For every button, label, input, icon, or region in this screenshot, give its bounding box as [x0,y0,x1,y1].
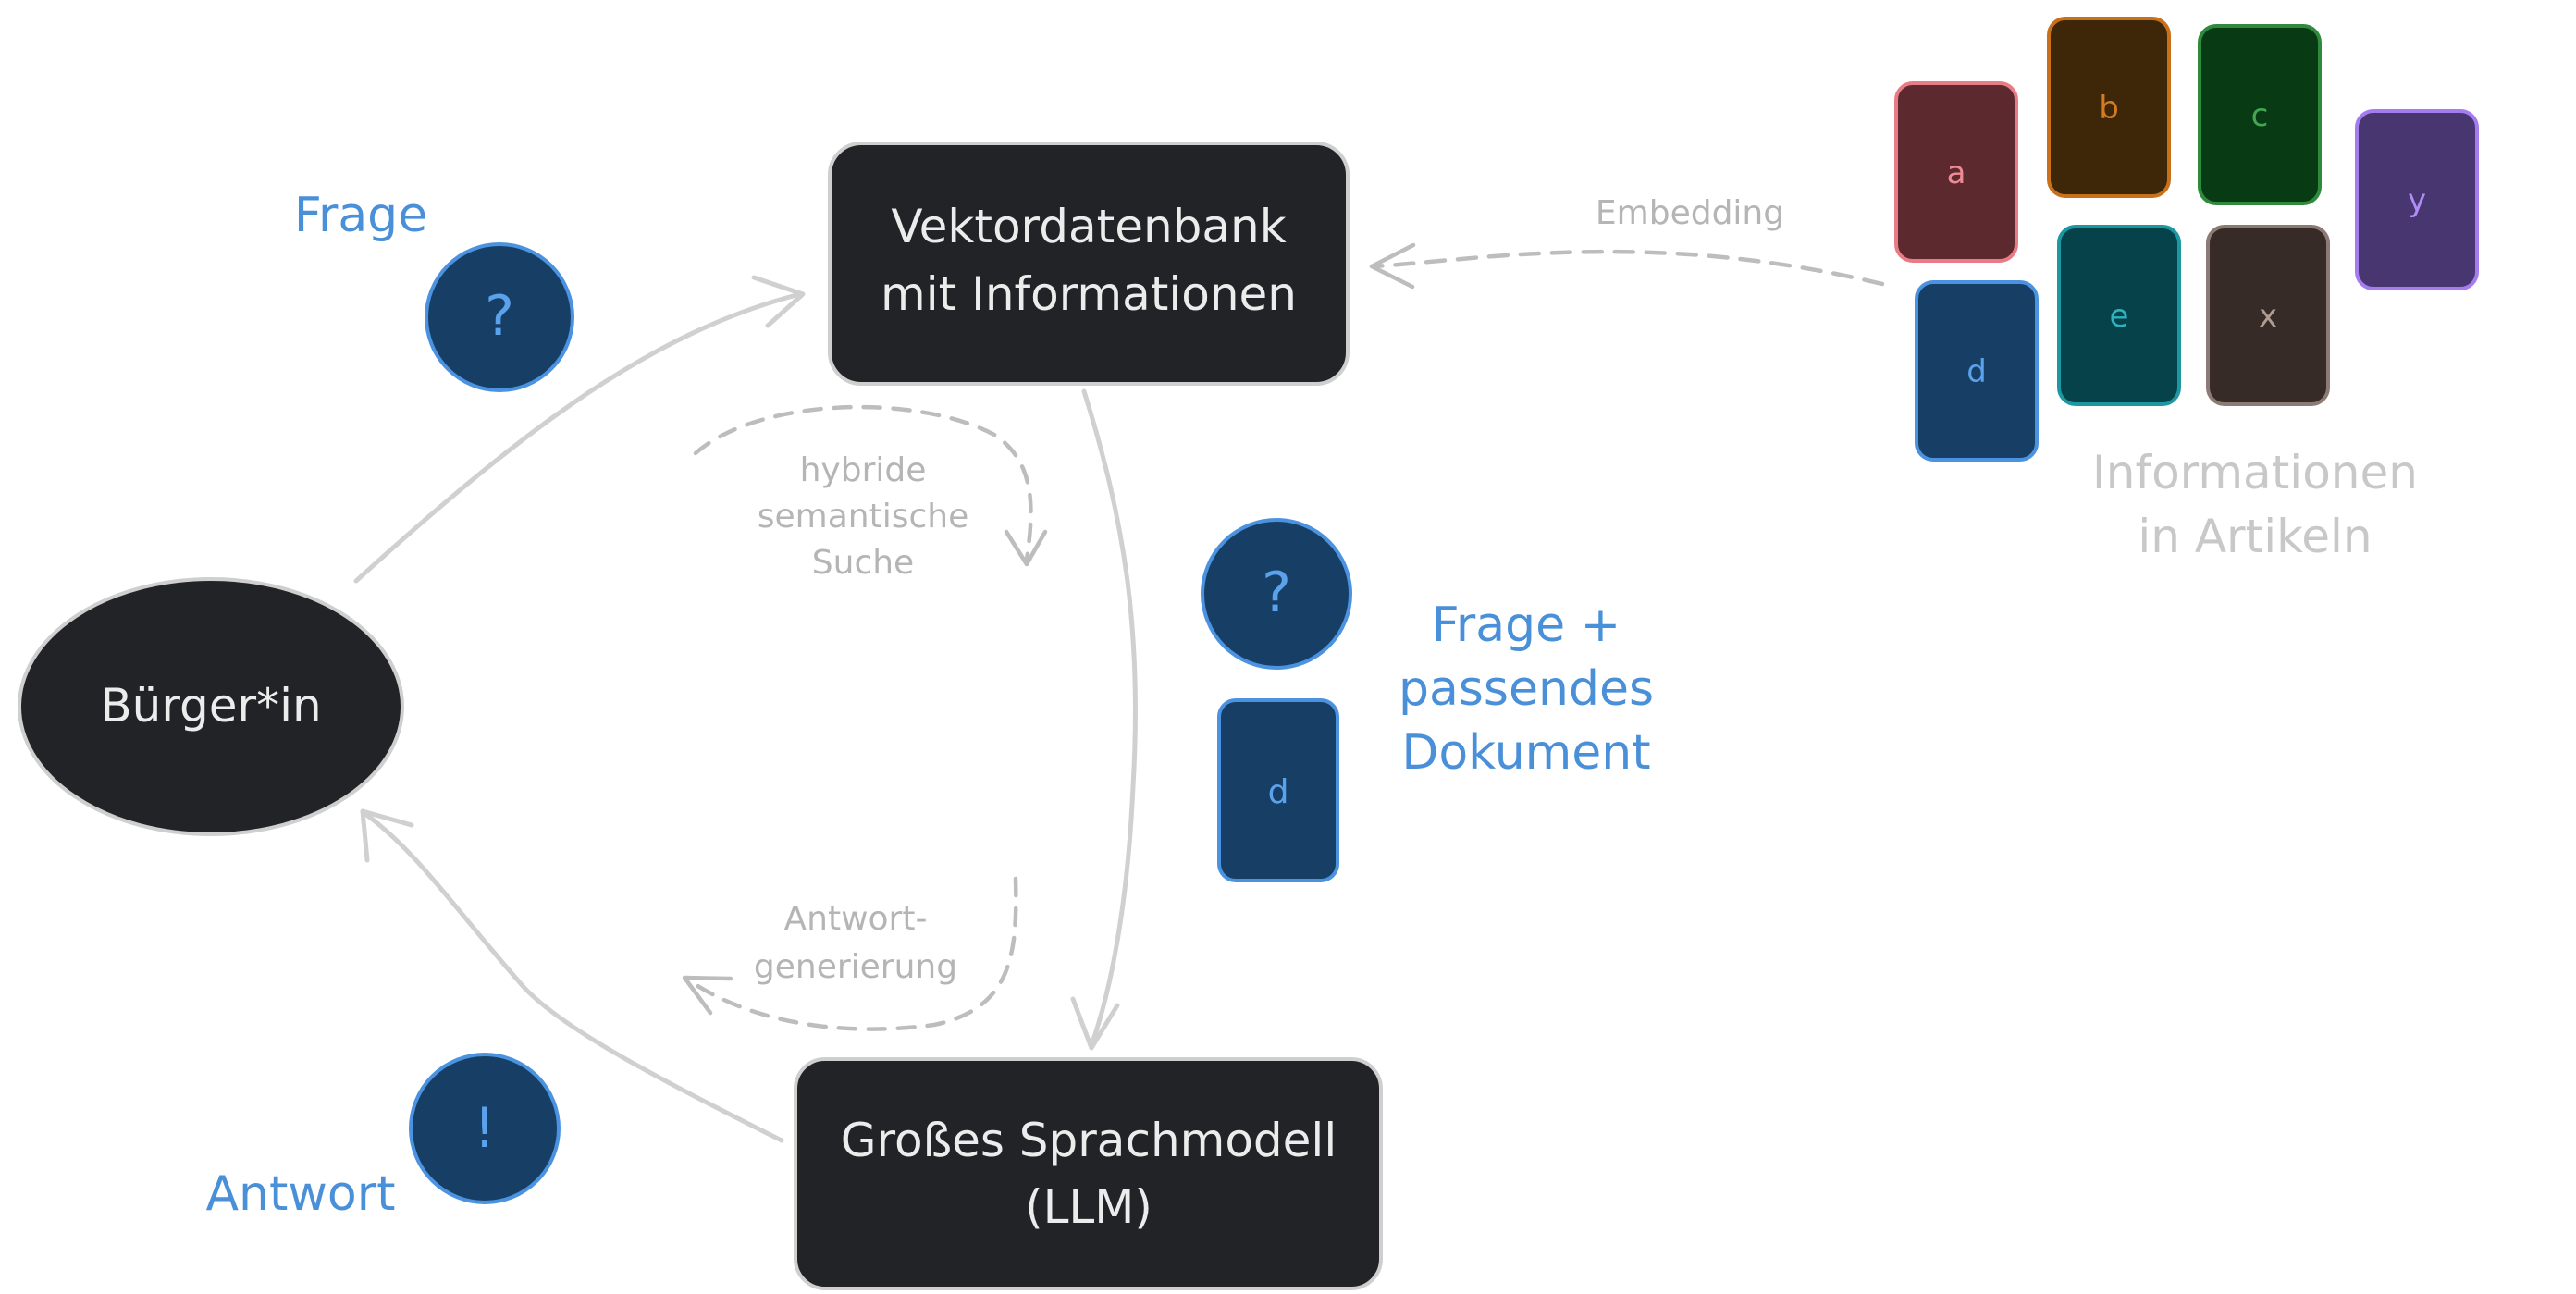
generation-label-line2: generierung [754,948,957,986]
search-label-line2: semantische [758,498,968,536]
llm-node: Großes Sprachmodell (LLM) [794,1057,1383,1290]
article-document-letter: c [2251,97,2269,134]
answer-symbol: ! [474,1096,496,1161]
citizen-node: Bürger*in [18,577,404,836]
article-document-b: b [2047,17,2171,198]
arrow-db-to-llm-head [1070,996,1120,1051]
article-document-card [1894,81,2018,263]
article-document-card [2198,24,2322,205]
arrow-search-loop-head [1004,529,1048,567]
article-document-x: x [2206,225,2330,406]
article-document-letter: a [1947,154,1966,191]
context-question-token: ? [1201,518,1352,670]
arrow-embedding [1371,249,1885,287]
article-document-card [2355,109,2479,290]
article-document-card [2047,17,2171,198]
arrow-llm-to-citizen [363,811,784,1143]
arrow-generation-loop [686,876,1018,1031]
article-document-e: e [2057,225,2181,406]
article-document-letter: b [2099,90,2119,127]
article-document-a: a [1894,81,2018,263]
arrow-db-to-llm [1081,388,1138,1048]
articles-label-line2: in Artikeln [2138,510,2372,563]
vector-db-label-line2: mit Informationen [881,267,1297,321]
article-document-card [2057,225,2181,406]
context-annotation-line2: passendes [1399,661,1654,717]
arrow-search-loop [693,404,1033,562]
article-document-letter: d [1966,353,1987,390]
arrow-question-to-db-head [751,275,806,328]
context-document-token: d [1217,698,1339,882]
arrow-llm-to-citizen-head [360,808,414,863]
context-document-letter: d [1268,773,1289,811]
generation-label-line1: Antwort- [784,900,928,938]
search-label-line3: Suche [812,544,914,582]
article-document-y: y [2355,109,2479,290]
arrow-embedding-head [1369,242,1416,290]
citizen-label: Bürger*in [100,679,321,733]
article-document-d: d [1915,280,2039,462]
answer-token: ! [409,1053,561,1204]
articles-label-line1: Informationen [2092,446,2418,499]
llm-label-line1: Großes Sprachmodell [841,1114,1337,1167]
context-annotation-line1: Frage + [1432,598,1621,653]
vector-db-label-line1: Vektordatenbank [891,200,1286,253]
article-document-card [2206,225,2330,406]
context-annotation-line3: Dokument [1401,725,1650,781]
article-document-card [1915,280,2039,462]
article-document-c: c [2198,24,2322,205]
vector-db-node: Vektordatenbank mit Informationen [828,142,1350,386]
llm-label-line2: (LLM) [1025,1180,1152,1234]
question-token: ? [425,242,574,392]
article-document-letter: x [2259,298,2277,335]
article-document-letter: y [2408,182,2426,219]
embedding-label: Embedding [1596,194,1784,232]
arrow-question-to-db [353,291,803,584]
question-symbol: ? [485,284,514,349]
article-document-letter: e [2110,298,2129,335]
search-label-line1: hybride [800,451,927,489]
arrow-generation-loop-head [682,975,733,1016]
article-documents: a b c y d e x [1894,17,2479,462]
context-question-symbol: ? [1262,561,1291,625]
question-annotation: Frage [294,188,427,243]
answer-annotation: Antwort [205,1166,395,1222]
